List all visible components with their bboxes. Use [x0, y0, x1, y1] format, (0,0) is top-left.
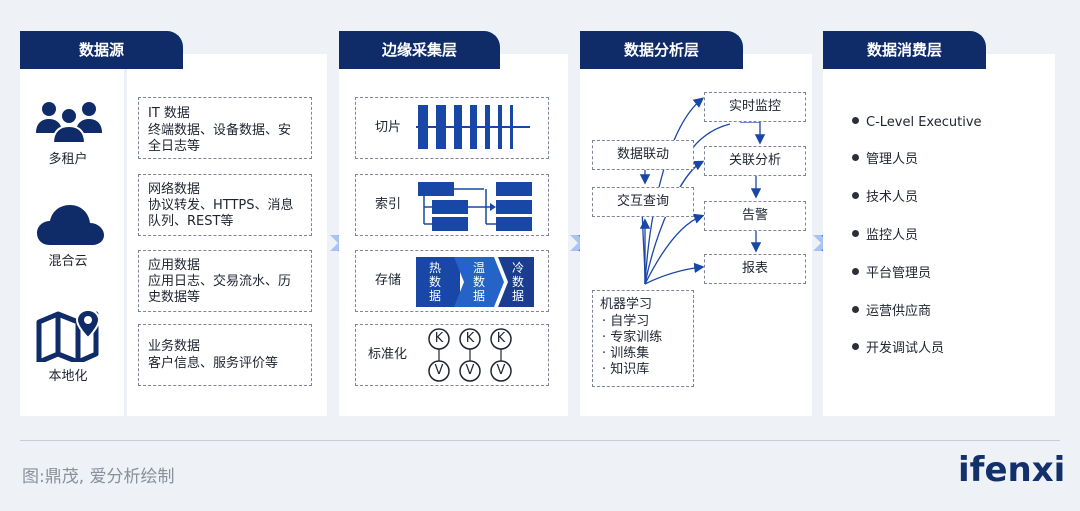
bullet-dot-icon: [852, 306, 859, 313]
bullet-dot-icon: [852, 192, 859, 199]
deployment-label: 混合云: [48, 254, 88, 269]
edge-row-label: 索引: [375, 197, 402, 212]
analysis-box-report: 报表: [704, 254, 806, 284]
source-card-title: 应用数据: [148, 258, 201, 273]
kv-value: V: [496, 363, 506, 378]
column-title-consumer: 数据消费层: [823, 31, 986, 69]
consumer-item: C-Level Executive: [852, 115, 982, 131]
source-card-business: [138, 324, 312, 386]
deployment-label: 多租户: [48, 152, 88, 167]
source-card-title: 网络数据: [148, 182, 201, 197]
analysis-box-data-linkage: 数据联动: [592, 140, 694, 170]
consumer-item: 管理人员: [852, 152, 918, 168]
consumer-item: 技术人员: [852, 190, 918, 206]
edge-row-label: 标准化: [368, 347, 408, 362]
source-card-line: 队列、REST等: [148, 214, 234, 229]
ml-item: · 训练集: [602, 346, 650, 361]
source-card-line: 终端数据、设备数据、安: [148, 123, 292, 138]
ml-box: [592, 290, 694, 387]
ml-item: · 知识库: [602, 362, 650, 377]
source-card-app: [138, 250, 312, 312]
figure-caption: 图:鼎茂, 爱分析绘制: [22, 467, 175, 487]
bullet-dot-icon: [852, 343, 859, 350]
kv-key: K: [496, 331, 506, 346]
source-card-line: 客户信息、服务评价等: [148, 356, 279, 371]
map-pin-icon: [36, 308, 101, 362]
bullet-dot-icon: [852, 268, 859, 275]
kv-key: K: [434, 331, 444, 346]
edge-row-standardize: [355, 324, 549, 386]
source-card-line: 协议转发、HTTPS、消息: [148, 198, 294, 213]
kv-value: V: [434, 363, 444, 378]
deployment-label: 本地化: [48, 369, 88, 384]
bullet-dot-icon: [852, 117, 859, 124]
kv-pairs-icon: [428, 328, 512, 382]
storage-tier-hot: 热数据: [428, 261, 441, 303]
analysis-box-interactive-query: 交互查询: [592, 187, 694, 217]
analysis-box-realtime-monitor: 实时监控: [704, 92, 806, 122]
bullet-dot-icon: [852, 230, 859, 237]
consumer-item: 运营供应商: [852, 304, 931, 320]
footer-divider: [20, 440, 1060, 441]
analysis-box-correlation: 关联分析: [704, 146, 806, 176]
slice-bars-icon: [416, 105, 530, 149]
consumer-item: 监控人员: [852, 228, 918, 244]
source-card-title: 业务数据: [148, 339, 201, 354]
source-card-line: 全日志等: [148, 139, 201, 154]
source-card-line: 应用日志、交易流水、历: [148, 274, 292, 289]
storage-tier-warm: 温数据: [472, 261, 485, 303]
column-title-source: 数据源: [20, 31, 183, 69]
kv-value: V: [465, 363, 475, 378]
analysis-box-alert: 告警: [704, 201, 806, 231]
consumer-item: 开发调试人员: [852, 341, 944, 357]
column-title-edge: 边缘采集层: [339, 31, 500, 69]
ml-item: · 专家训练: [602, 330, 663, 345]
users-icon: [36, 102, 102, 143]
bullet-dot-icon: [852, 154, 859, 161]
storage-tiers-bg: [416, 257, 534, 307]
edge-row-label: 存储: [375, 273, 402, 288]
source-card-title: IT 数据: [148, 106, 190, 121]
source-card-line: 史数据等: [148, 290, 201, 305]
edge-row-label: 切片: [375, 120, 402, 135]
ml-item: · 自学习: [602, 314, 650, 329]
source-card-network: [138, 174, 312, 236]
ml-title: 机器学习: [600, 297, 653, 312]
cloud-icon: [37, 205, 104, 245]
source-card-it: [138, 97, 312, 159]
consumer-panel: [823, 54, 1055, 416]
brand-logo: ifenxi: [958, 450, 1066, 490]
kv-key: K: [465, 331, 475, 346]
index-tree-icon: [418, 182, 532, 231]
storage-tier-cold: 冷数据: [511, 261, 524, 303]
consumer-item: 平台管理员: [852, 266, 931, 282]
column-title-analysis: 数据分析层: [580, 31, 743, 69]
